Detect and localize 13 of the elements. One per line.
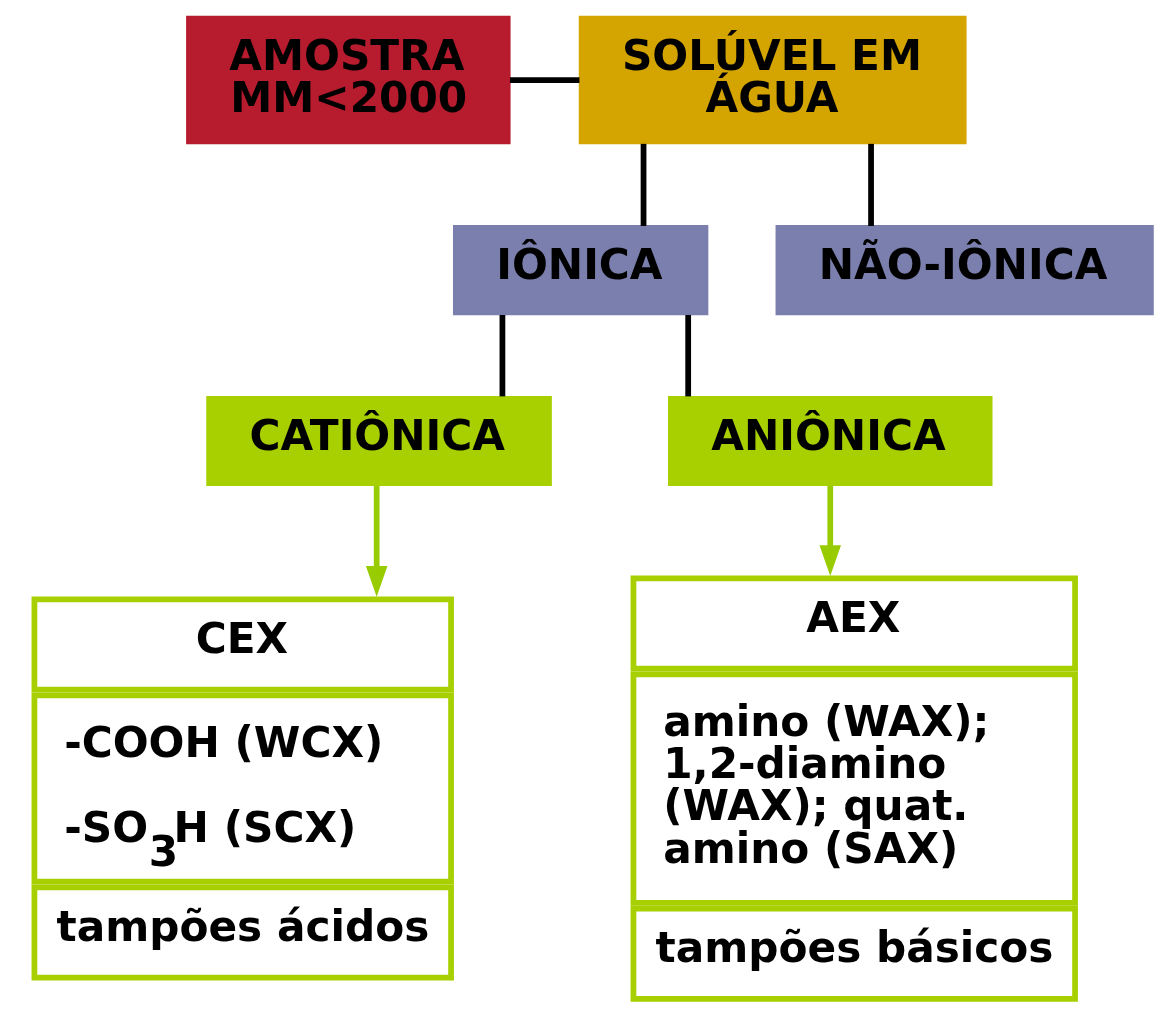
arrow	[819, 485, 842, 576]
connector	[640, 143, 647, 226]
connector	[509, 76, 580, 83]
node-box: NÃO-IÔNICA	[775, 224, 1154, 315]
connector	[868, 143, 874, 226]
node-box: ANIÔNICA	[668, 395, 993, 486]
node-box: SOLÚVEL EM ÁGUA	[578, 15, 967, 144]
arrow	[365, 485, 388, 597]
connector	[499, 314, 506, 396]
node-box: AMOSTRA MM<2000	[186, 15, 511, 144]
connector	[685, 314, 692, 396]
node-box: IÔNICA	[453, 224, 709, 315]
node-box: CATIÔNICA	[206, 395, 552, 486]
